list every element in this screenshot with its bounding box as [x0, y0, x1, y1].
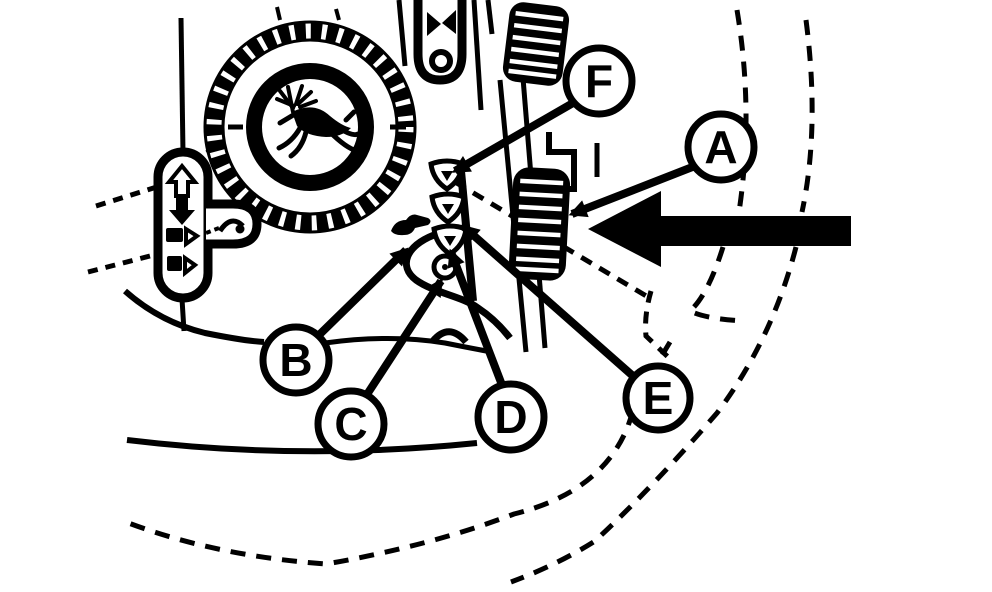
hitch-raise-icon	[166, 225, 201, 248]
callout-b-label: B	[279, 334, 312, 386]
lever-boot-arc	[430, 328, 469, 345]
callout-d: D	[474, 380, 548, 454]
top-slot-control	[413, 0, 467, 85]
dashed-arc-upper-left	[734, 9, 749, 213]
callout-e-label: E	[643, 372, 674, 424]
dashed-arc-outer-lower	[510, 246, 799, 585]
slot-line-a	[396, 0, 408, 67]
panel-line-top-left	[178, 17, 186, 154]
keypad-tab-icon	[205, 218, 245, 235]
slot-dot-icon	[429, 49, 453, 73]
dial-top-tick-left	[275, 6, 282, 21]
leader-f	[451, 99, 575, 175]
callout-e: E	[622, 362, 694, 434]
dashed-stub-lower	[87, 253, 151, 275]
keypad-tab	[206, 199, 262, 249]
callout-c: C	[314, 387, 388, 461]
dashed-corner	[643, 290, 670, 359]
leader-c	[362, 277, 445, 399]
dashed-seat-edge	[685, 246, 745, 324]
leader-d	[447, 248, 506, 387]
leaping-deer-logo-icon	[275, 84, 361, 159]
callout-c-label: C	[334, 398, 367, 450]
callout-f: F	[562, 44, 636, 118]
round-button-dot	[442, 264, 448, 270]
callout-a-label: A	[704, 121, 737, 173]
slot-line-b	[471, 0, 484, 111]
callout-f-label: F	[585, 55, 613, 107]
button-cluster	[391, 158, 469, 281]
hitch-lower-icon	[167, 254, 199, 278]
leader-a	[568, 162, 697, 218]
callout-a: A	[684, 110, 758, 184]
lever-grip	[502, 2, 570, 86]
deer-body	[292, 107, 351, 137]
keypad-stem	[179, 298, 187, 332]
dashed-arc-upper-right	[799, 19, 815, 213]
callout-d-label: D	[494, 391, 527, 443]
thumbwheel	[508, 167, 571, 281]
left-keypad	[153, 147, 262, 303]
down-arrow-icon	[169, 198, 195, 225]
leader-e	[461, 223, 636, 380]
dial-top-tick-right	[334, 8, 341, 21]
callout-labels: A B C D E F	[259, 44, 758, 461]
console-contours	[123, 0, 600, 455]
rotary-selection-dial	[203, 20, 417, 234]
slot-line-c	[485, 0, 495, 35]
callout-b: B	[259, 323, 333, 397]
up-arrow-icon	[164, 162, 200, 198]
leader-b	[315, 247, 409, 339]
big-pointer-arrow	[588, 191, 851, 267]
deer-limbs	[276, 109, 361, 159]
shield-button-2	[429, 191, 467, 225]
control-lever	[497, 2, 571, 353]
bowtie-icon	[427, 10, 456, 36]
console-curve-lower	[126, 437, 478, 455]
speed-symbol-icon	[391, 214, 431, 236]
shield-button-3	[431, 223, 469, 257]
dashed-stub-upper	[95, 183, 161, 209]
console-curve-left	[123, 288, 265, 345]
callout-leaders	[315, 99, 697, 399]
dashed-arc-inner-lower	[125, 340, 673, 567]
console-curve-mid	[324, 336, 493, 355]
